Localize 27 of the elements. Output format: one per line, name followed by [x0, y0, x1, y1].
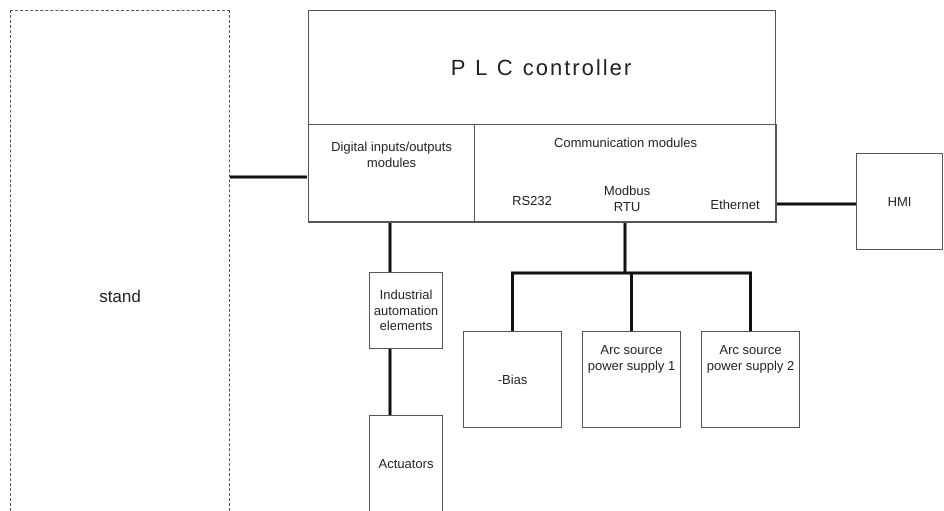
- node-text: Industrial automation elements: [372, 287, 440, 334]
- node-text: Arc source power supply 2: [706, 342, 795, 374]
- connector-line: [388, 222, 392, 272]
- module-section: [308, 124, 475, 223]
- block-box: [369, 415, 443, 511]
- block-box: [582, 331, 681, 428]
- heading-text: P L C controller: [450, 55, 634, 82]
- node-text: HMI: [888, 194, 912, 210]
- block-box: [369, 272, 443, 349]
- node-text: Arc source power supply 1: [587, 342, 676, 374]
- node-text: stand: [99, 287, 141, 308]
- node-text: -Bias: [498, 372, 528, 388]
- connector-line: [230, 176, 307, 178]
- connector-line: [775, 202, 856, 206]
- node-text: Actuators: [378, 456, 434, 472]
- connector-line: [388, 349, 392, 415]
- block-box: [701, 331, 800, 428]
- controller-box: [308, 10, 776, 222]
- node-text: Modbus RTU: [602, 183, 652, 214]
- node-text: Digital inputs/outputs modules: [330, 139, 453, 170]
- stand-box: [10, 10, 230, 511]
- block-box: [856, 153, 943, 250]
- block-box: [463, 331, 562, 428]
- node-text: Ethernet: [710, 197, 760, 213]
- heading-text: Communication modules: [554, 135, 698, 151]
- module-section: [474, 124, 777, 223]
- node-text: RS232: [512, 193, 552, 209]
